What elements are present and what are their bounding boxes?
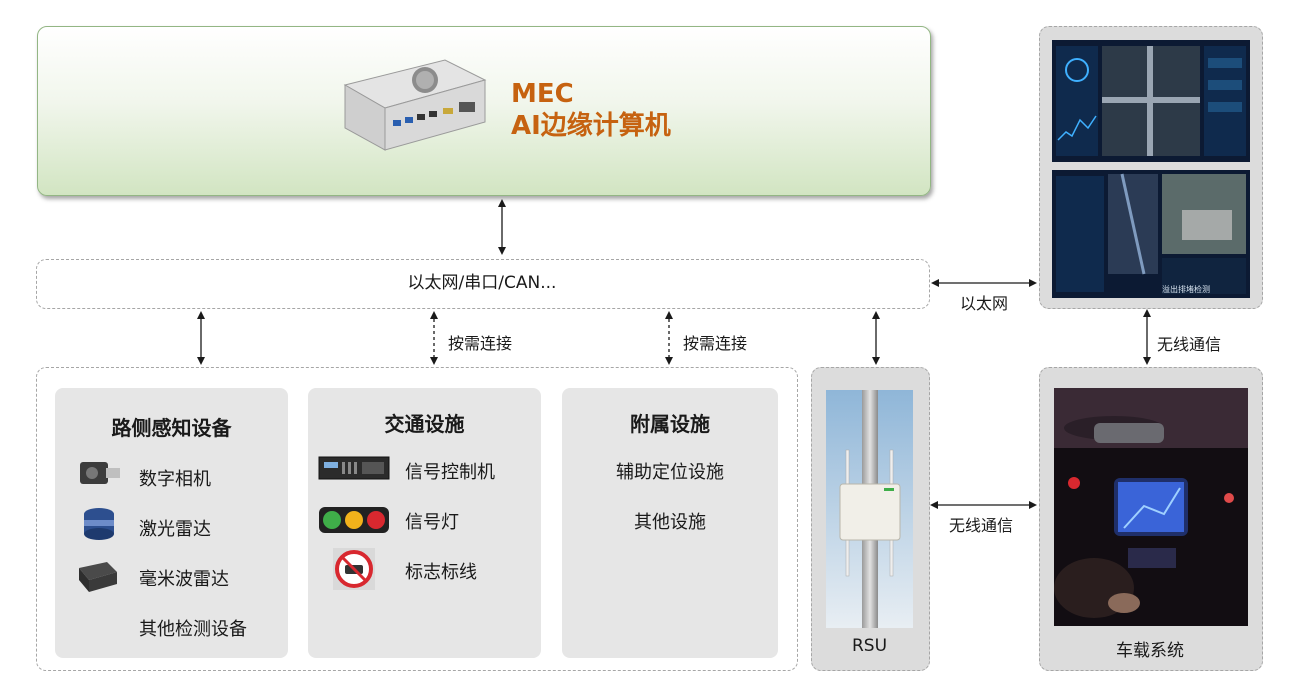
vehicle-interior-image: [1054, 388, 1248, 626]
label-ethernet: 以太网: [960, 294, 1009, 313]
rsu-image: [826, 390, 913, 628]
traffic-item-sign: 标志标线: [405, 562, 477, 583]
lidar-icon: [84, 508, 114, 540]
auxiliary-item-other: 其他设施: [634, 512, 706, 533]
panel-auxiliary: 附属设施 辅助定位设施 其他设施: [562, 388, 778, 658]
devices-group: [36, 367, 798, 671]
traffic-sign-icon: [333, 548, 375, 590]
vehicle-label: 车载系统: [1116, 641, 1184, 661]
mec-device-image: [343, 59, 487, 151]
traffic-light-icon: [319, 507, 389, 533]
camera-icon: [80, 462, 120, 484]
sensing-item-radar: 毫米波雷达: [139, 569, 229, 590]
sensing-item-lidar: 激光雷达: [139, 519, 211, 540]
sensing-item-camera: 数字相机: [139, 469, 211, 490]
signal-controller-icon: [318, 456, 390, 480]
label-on-demand-2: 按需连接: [683, 334, 748, 353]
label-on-demand-1: 按需连接: [448, 334, 513, 353]
panel-traffic-title: 交通设施: [384, 412, 465, 436]
traffic-item-controller: 信号控制机: [405, 462, 495, 483]
radar-icon: [79, 562, 117, 592]
mec-title-line1: MEC: [511, 79, 574, 109]
mec-title-line2: AI边缘计算机: [511, 111, 671, 141]
label-wireless-vehicle: 无线通信: [1157, 335, 1222, 354]
auxiliary-item-positioning: 辅助定位设施: [616, 462, 724, 483]
traffic-item-light: 信号灯: [405, 512, 459, 533]
sensing-item-other: 其他检测设备: [139, 619, 247, 640]
rsu-label: RSU: [851, 636, 888, 656]
dashboard-screenshot: [1052, 40, 1250, 298]
screen-caption: 溢出排堵检测: [1162, 285, 1210, 294]
panel-auxiliary-title: 附属设施: [630, 412, 710, 436]
bus-box: [36, 259, 930, 309]
mec-title: MEC AI边缘计算机: [511, 78, 671, 142]
panel-sensing-title: 路侧感知设备: [111, 416, 232, 440]
label-wireless-rsu: 无线通信: [949, 516, 1014, 535]
bus-label: 以太网/串口/CAN...: [407, 273, 557, 293]
